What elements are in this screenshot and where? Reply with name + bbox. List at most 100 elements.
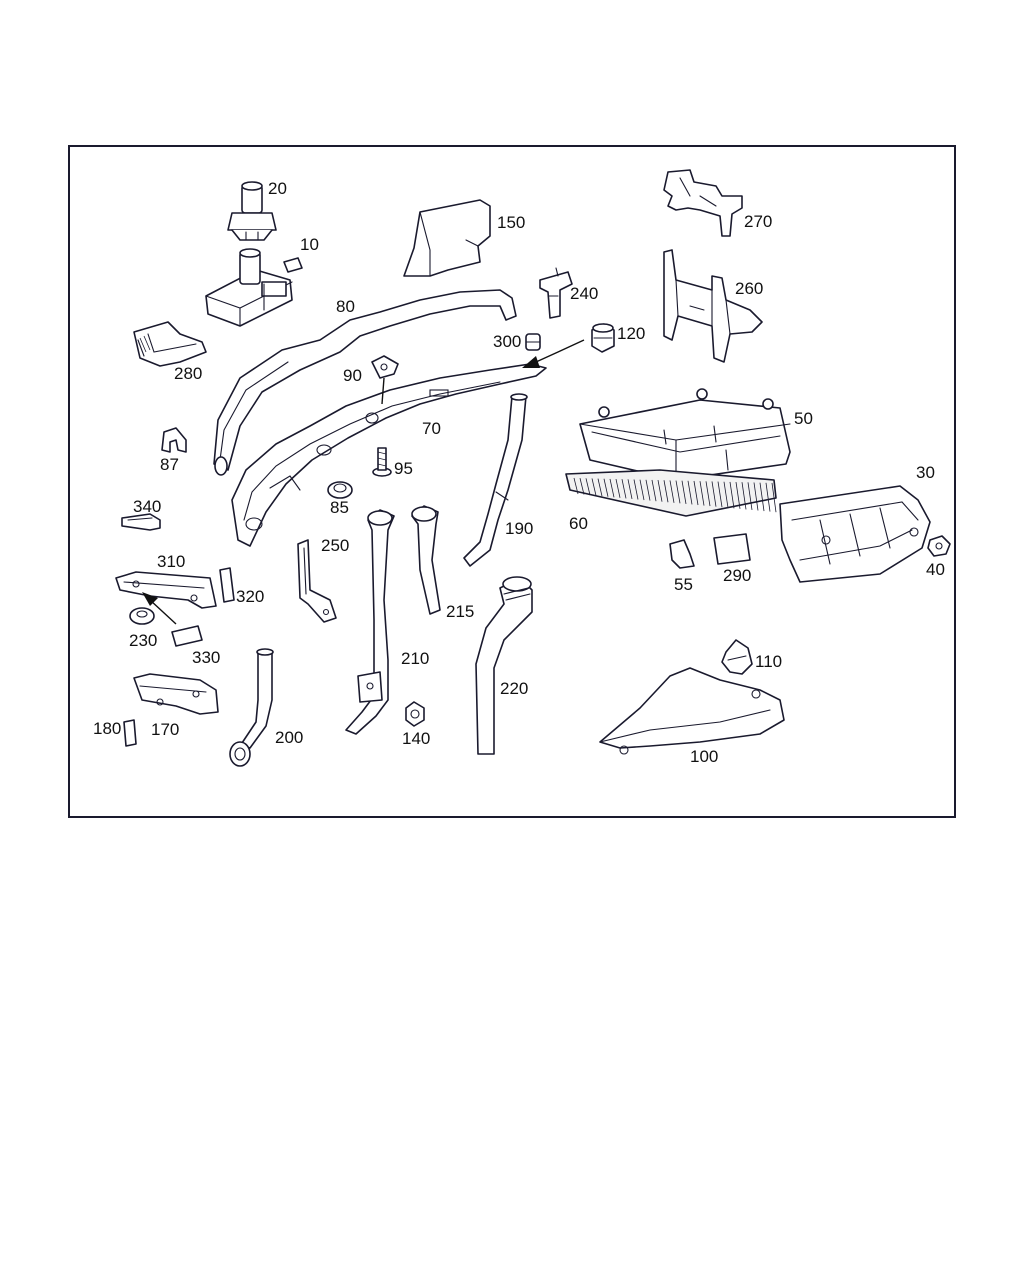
part-40-nut — [927, 535, 951, 557]
part-30-blower-housing — [779, 485, 931, 583]
part-210-hose — [345, 509, 395, 735]
diagram-frame — [68, 145, 956, 818]
part-340-plate — [121, 513, 161, 531]
callout-340: 340 — [133, 497, 161, 516]
callout-300: 300 — [493, 332, 521, 351]
part-230-washer — [129, 607, 155, 625]
callout-290: 290 — [723, 566, 751, 585]
filter-pleat — [717, 481, 723, 508]
callout-120: 120 — [617, 324, 645, 343]
callout-260: 260 — [735, 279, 763, 298]
callout-40: 40 — [926, 560, 945, 579]
part-215-hose — [411, 505, 441, 615]
part-55-clip — [669, 539, 695, 569]
filter-pleat — [627, 479, 633, 500]
filter-pleat — [603, 478, 609, 497]
part-290-pad — [713, 533, 751, 565]
callout-310: 310 — [157, 552, 185, 571]
part-240-clip — [539, 267, 573, 319]
callout-240: 240 — [570, 284, 598, 303]
part-300-grommet — [525, 333, 541, 351]
callout-87: 87 — [160, 455, 179, 474]
part-330-foam-pad — [171, 625, 203, 647]
filter-pleat — [759, 482, 765, 512]
callout-270: 270 — [744, 212, 772, 231]
filter-pleat — [669, 480, 675, 503]
filter-pleat — [633, 479, 639, 500]
callout-80: 80 — [336, 297, 355, 316]
callout-190: 190 — [505, 519, 533, 538]
part-10-sensor-block — [205, 248, 303, 327]
part-280-channel-clip — [133, 321, 207, 367]
filter-pleat — [741, 482, 747, 510]
part-87-clip — [161, 427, 187, 453]
leader-lines — [142, 339, 585, 625]
filter-pleat — [723, 481, 729, 508]
filter-pleat — [681, 480, 687, 504]
filter-pleat — [747, 482, 753, 511]
callout-20: 20 — [268, 179, 287, 198]
callout-280: 280 — [174, 364, 202, 383]
filter-pleat — [729, 481, 735, 509]
part-90-clip-nut — [371, 355, 399, 379]
part-170-plate-bracket — [133, 673, 219, 715]
part-50-filter-housing — [579, 388, 791, 481]
filter-pleat — [621, 479, 627, 499]
part-250-bracket — [297, 539, 337, 623]
part-200-pipe — [229, 648, 274, 767]
filter-pleat — [585, 478, 591, 496]
part-110-clip — [721, 639, 753, 675]
callout-labels: 20 10 150 270 260 240 80 300 120 280 90 … — [93, 179, 945, 766]
filter-pleat — [651, 479, 657, 502]
callout-55: 55 — [674, 575, 693, 594]
filter-pleat — [579, 478, 585, 495]
callout-330: 330 — [192, 648, 220, 667]
part-220-hose — [475, 576, 533, 755]
part-180-block — [123, 719, 137, 747]
filter-pleat — [597, 478, 603, 497]
callout-90: 90 — [343, 366, 362, 385]
part-80-duct-seal — [213, 289, 517, 476]
part-190-drain-hose — [463, 393, 528, 567]
filter-pleat — [711, 481, 717, 507]
filter-pleat — [693, 480, 699, 506]
callout-50: 50 — [794, 409, 813, 428]
callout-215: 215 — [446, 602, 474, 621]
filter-pleat — [663, 480, 669, 503]
filter-pleat — [609, 478, 615, 498]
part-70-housing-shell — [231, 363, 547, 547]
part-310-lower-bracket — [115, 571, 217, 609]
part-270-bracket — [663, 169, 743, 237]
callout-70: 70 — [422, 419, 441, 438]
callout-10: 10 — [300, 235, 319, 254]
callout-170: 170 — [151, 720, 179, 739]
callout-180: 180 — [93, 719, 121, 738]
callout-220: 220 — [500, 679, 528, 698]
filter-pleat — [753, 482, 759, 511]
filter-pleat — [645, 479, 651, 501]
callout-210: 210 — [401, 649, 429, 668]
filter-pleat — [771, 482, 777, 513]
callout-250: 250 — [321, 536, 349, 555]
callout-110: 110 — [755, 652, 782, 671]
filter-pleat — [699, 481, 705, 506]
callout-30: 30 — [916, 463, 935, 482]
part-85-grommet — [327, 481, 353, 499]
callout-140: 140 — [402, 729, 430, 748]
callout-320: 320 — [236, 587, 264, 606]
filter-pleat — [657, 480, 663, 502]
callout-85: 85 — [330, 498, 349, 517]
part-140-nut — [405, 701, 425, 727]
part-320-tab — [219, 567, 235, 603]
filter-pleat — [675, 480, 681, 504]
part-100-lower-cover — [599, 667, 785, 755]
filter-pleat — [573, 477, 579, 495]
filter-pleat — [615, 478, 621, 498]
callout-230: 230 — [129, 631, 157, 650]
callout-95: 95 — [394, 459, 413, 478]
filter-pleat — [591, 478, 597, 496]
filter-pleat — [687, 480, 693, 505]
filter-pleat — [639, 479, 645, 501]
part-150-duct-cover — [403, 199, 491, 277]
filter-pleat — [735, 481, 741, 509]
